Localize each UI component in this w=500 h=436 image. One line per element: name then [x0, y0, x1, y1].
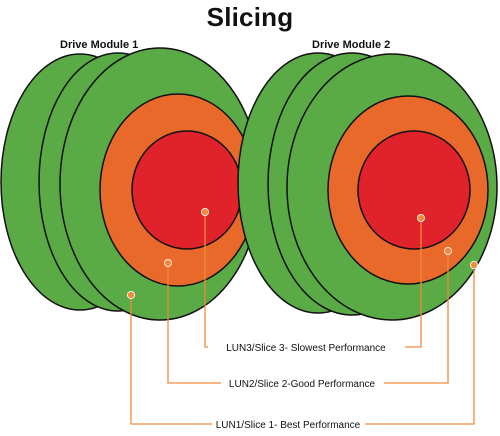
module-1-slice-3: [131, 130, 243, 250]
dot-m2-slice2: [443, 246, 452, 255]
dot-m2-slice1: [469, 260, 478, 269]
dot-m1-slice2: [163, 258, 172, 267]
callout-line-lun1: [130, 295, 212, 425]
dot-m1-slice3: [200, 207, 209, 216]
drive-module-1: [0, 47, 261, 321]
drive-module-2: [237, 52, 498, 321]
callout-line-lun3-right: [405, 218, 422, 348]
callout-line-lun2-right: [384, 251, 449, 384]
callout-line-lun1-right: [365, 265, 475, 425]
callout-dots: [127, 207, 478, 299]
callout-label-lun1: LUN1/Slice 1- Best Performance: [216, 420, 361, 431]
dot-m1-slice1: [127, 290, 136, 299]
module-2-slice-3: [357, 130, 471, 250]
callout-line-lun2: [167, 263, 221, 384]
dot-m2-slice3: [416, 213, 425, 222]
page-title: Slicing: [206, 2, 294, 32]
callout-label-lun2: LUN2/Slice 2-Good Performance: [229, 379, 376, 390]
drive-module-2-label: Drive Module 2: [312, 39, 391, 51]
callout-lines: [130, 212, 475, 425]
callout-line-lun3: [204, 212, 208, 348]
callout-label-lun3: LUN3/Slice 3- Slowest Performance: [226, 343, 386, 354]
drive-module-1-label: Drive Module 1: [60, 39, 139, 51]
